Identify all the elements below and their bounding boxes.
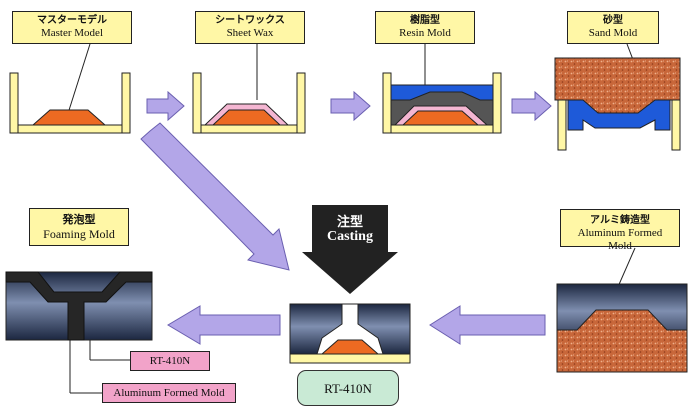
arrow-casting-to-foaming: [167, 305, 281, 345]
sheet-wax-box: [192, 72, 306, 134]
label-resin-mold: 樹脂型 Resin Mold: [375, 11, 475, 44]
label-foaming-mold-jp: 発泡型: [62, 213, 96, 226]
casting-jp: 注型: [336, 215, 363, 230]
label-foaming-mold-en: Foaming Mold: [43, 227, 115, 241]
label-sand-mold-en: Sand Mold: [588, 27, 638, 39]
resin-mold-box: [382, 72, 502, 134]
label-aluminum-formed-mold-jp: アルミ鋳造型: [590, 215, 650, 226]
master-model-box: [9, 72, 131, 134]
callout-rt410n: RT-410N: [130, 351, 210, 371]
aluminum-mold-right: [556, 283, 688, 373]
label-sheet-wax-jp: シートワックス: [215, 15, 285, 26]
label-sheet-wax: シートワックス Sheet Wax: [195, 11, 305, 44]
foaming-mold: [5, 271, 153, 341]
label-resin-mold-en: Resin Mold: [399, 27, 451, 39]
label-sand-mold-jp: 砂型: [603, 15, 623, 26]
diagonal-arrow: [140, 122, 290, 271]
casting-en: Casting: [327, 229, 373, 244]
label-master-model: マスターモデル Master Model: [12, 11, 132, 44]
label-master-model-jp: マスターモデル: [37, 15, 107, 26]
material-rt410n: RT-410N: [297, 370, 399, 406]
label-aluminum-formed-mold: アルミ鋳造型 Aluminum Formed Mold: [560, 209, 680, 252]
label-master-model-en: Master Model: [40, 27, 103, 39]
callout-aluminum-formed-mold: Aluminum Formed Mold: [102, 383, 236, 403]
sand-mold-box: [554, 57, 681, 151]
arrows-top: [146, 90, 552, 122]
label-foaming-mold: 発泡型 Foaming Mold: [29, 208, 129, 246]
casting-assembly: [289, 303, 411, 364]
label-sand-mold: 砂型 Sand Mold: [567, 11, 659, 44]
label-sheet-wax-en: Sheet Wax: [226, 27, 274, 39]
label-resin-mold-jp: 樹脂型: [410, 15, 440, 26]
label-aluminum-formed-mold-en: Aluminum Formed Mold: [577, 227, 663, 252]
casting-arrow: [302, 205, 398, 294]
arrow-aluminum-to-casting: [429, 305, 546, 345]
